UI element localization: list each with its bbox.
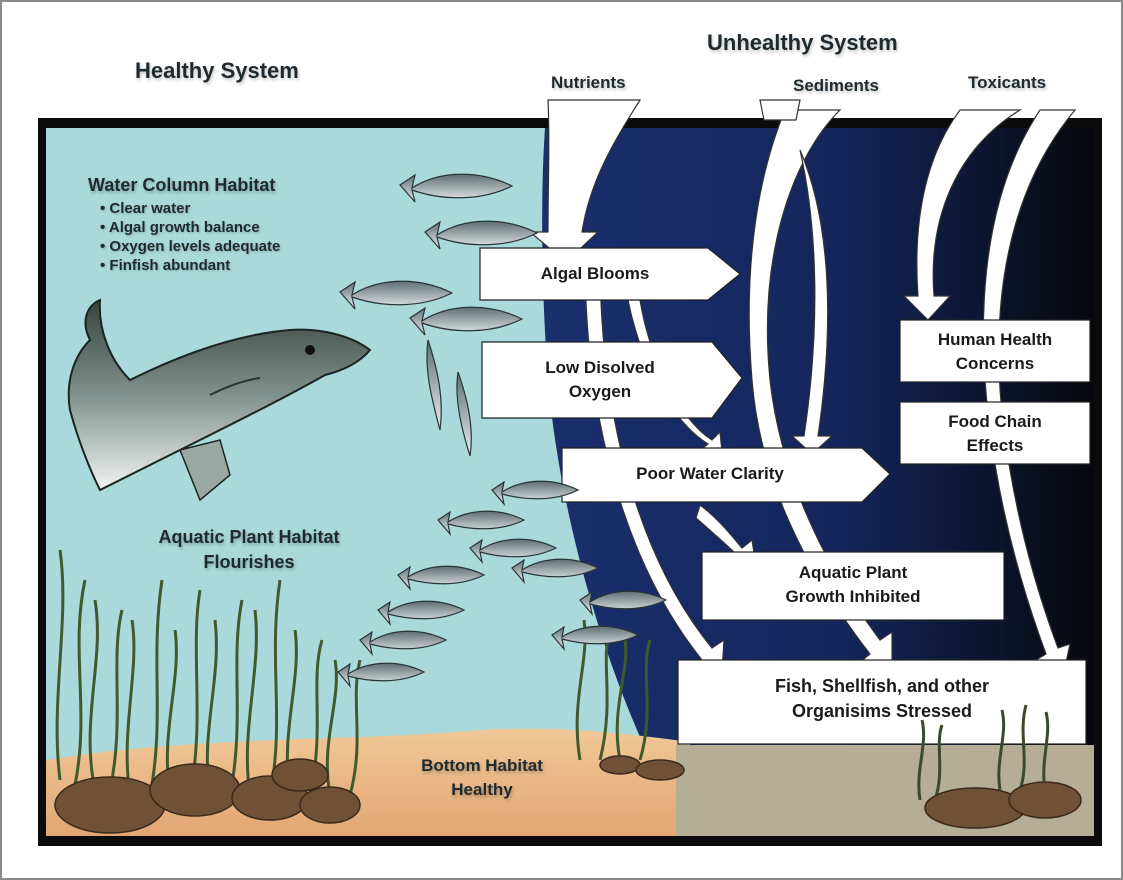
label-food-chain-line2: Effects xyxy=(900,434,1090,458)
label-low-oxygen-line1: Low Disolved xyxy=(485,356,715,380)
stressor-toxicants: Toxicants xyxy=(968,73,1046,93)
water-column-heading: Water Column Habitat xyxy=(88,175,275,196)
label-organisms-line1: Fish, Shellfish, and other xyxy=(678,674,1086,698)
stressor-sediments: Sediments xyxy=(793,76,879,96)
label-plant-inhibited-line1: Aquatic Plant xyxy=(702,561,1004,585)
healthy-system-title: Healthy System xyxy=(135,58,299,84)
bullet-algal-balance: Algal growth balance xyxy=(100,218,280,237)
bottom-habitat-line1: Bottom Habitat xyxy=(392,756,572,776)
arrow-heads xyxy=(760,100,800,120)
label-food-chain-line1: Food Chain xyxy=(900,410,1090,434)
bottom-habitat-line2: Healthy xyxy=(392,780,572,800)
label-organisms-line2: Organisims Stressed xyxy=(678,699,1086,723)
label-low-oxygen-line2: Oxygen xyxy=(485,380,715,404)
aquatic-plant-habitat-line2: Flourishes xyxy=(124,552,374,573)
label-human-health-line1: Human Health xyxy=(900,328,1090,352)
stressor-nutrients: Nutrients xyxy=(551,73,626,93)
label-human-health-line2: Concerns xyxy=(900,352,1090,376)
bullet-finfish: Finfish abundant xyxy=(100,256,280,275)
label-plant-inhibited-line2: Growth Inhibited xyxy=(702,585,1004,609)
aquatic-plant-habitat-line1: Aquatic Plant Habitat xyxy=(124,527,374,548)
water-column-list: Clear water Algal growth balance Oxygen … xyxy=(100,199,280,275)
bullet-oxygen: Oxygen levels adequate xyxy=(100,237,280,256)
unhealthy-system-title: Unhealthy System xyxy=(707,30,898,56)
label-poor-clarity: Poor Water Clarity xyxy=(565,462,855,486)
label-algal-blooms: Algal Blooms xyxy=(485,262,705,286)
bullet-clear-water: Clear water xyxy=(100,199,280,218)
